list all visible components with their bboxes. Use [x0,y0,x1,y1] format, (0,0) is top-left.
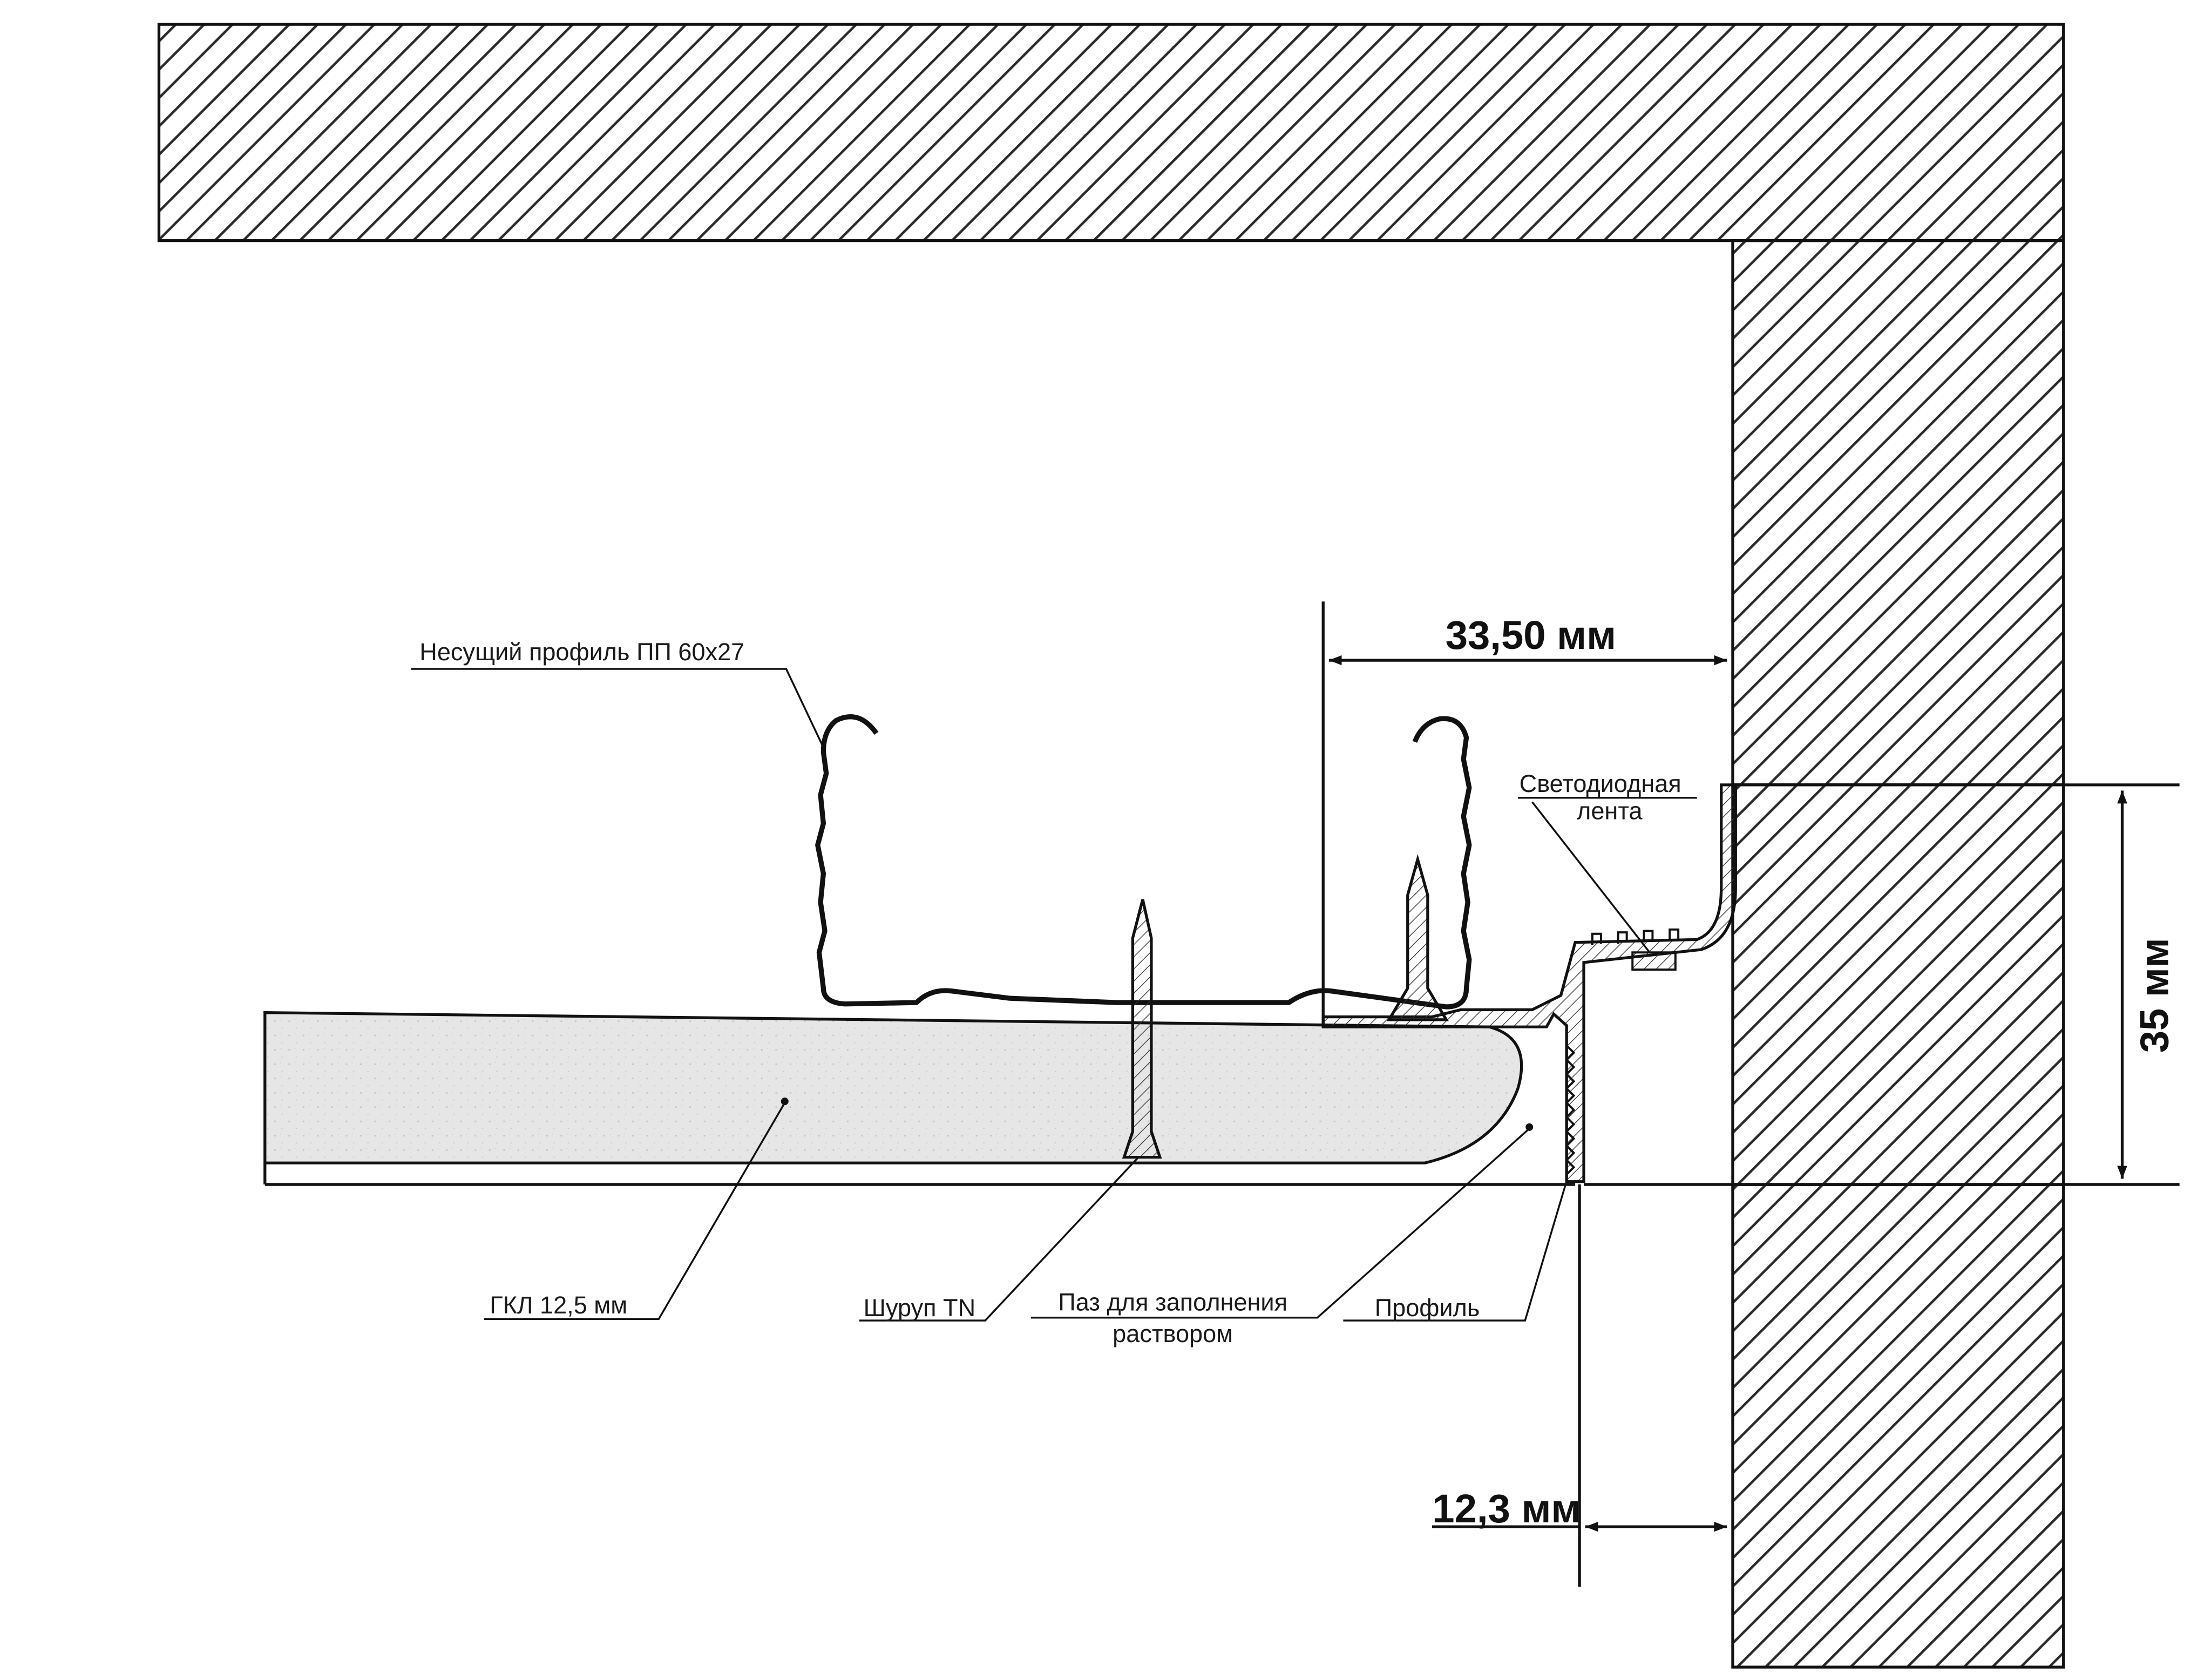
text-labels: Несущий профиль ПП 60х27 Светодиодная ле… [419,613,2176,1531]
label-gkl: ГКЛ 12,5 мм [490,1291,627,1319]
label-profile: Профиль [1375,1294,1480,1322]
gypsum-board [263,1011,1576,1186]
dim-step-height: 35 мм [2132,938,2176,1053]
screw-tn-left [1122,899,1162,1159]
wall-lower [1731,1183,2065,1669]
concrete-slab-and-wall [157,23,2065,1669]
label-screw: Шуруп TN [864,1294,975,1322]
label-led-strip-line2: лента [1577,797,1643,825]
wall-upper [1731,239,2065,787]
label-groove-line1: Паз для заполнения [1058,1289,1287,1316]
profile-serrations [1565,1045,1576,1175]
profile-teeth [1591,928,1680,945]
label-groove-line2: раствором [1113,1320,1233,1347]
carrier-profile-shape [815,714,1472,1010]
dim-offset: 12,3 мм [1432,1486,1581,1531]
led-strip [1631,951,1677,971]
ceiling-slab [157,23,2065,242]
gypsum-board-body [263,1011,1523,1164]
leader-lines [411,668,1697,1322]
dim-gap-width: 33,50 мм [1446,613,1616,658]
led-profile [1321,783,1737,1183]
wall-middle [1731,783,2065,1186]
screws [1122,853,1449,1159]
label-led-strip-line1: Светодиодная [1520,770,1681,797]
label-carrier-profile: Несущий профиль ПП 60х27 [419,638,744,666]
dimension-lines [1321,601,2180,1587]
screw-tn-right [1386,853,1449,1021]
